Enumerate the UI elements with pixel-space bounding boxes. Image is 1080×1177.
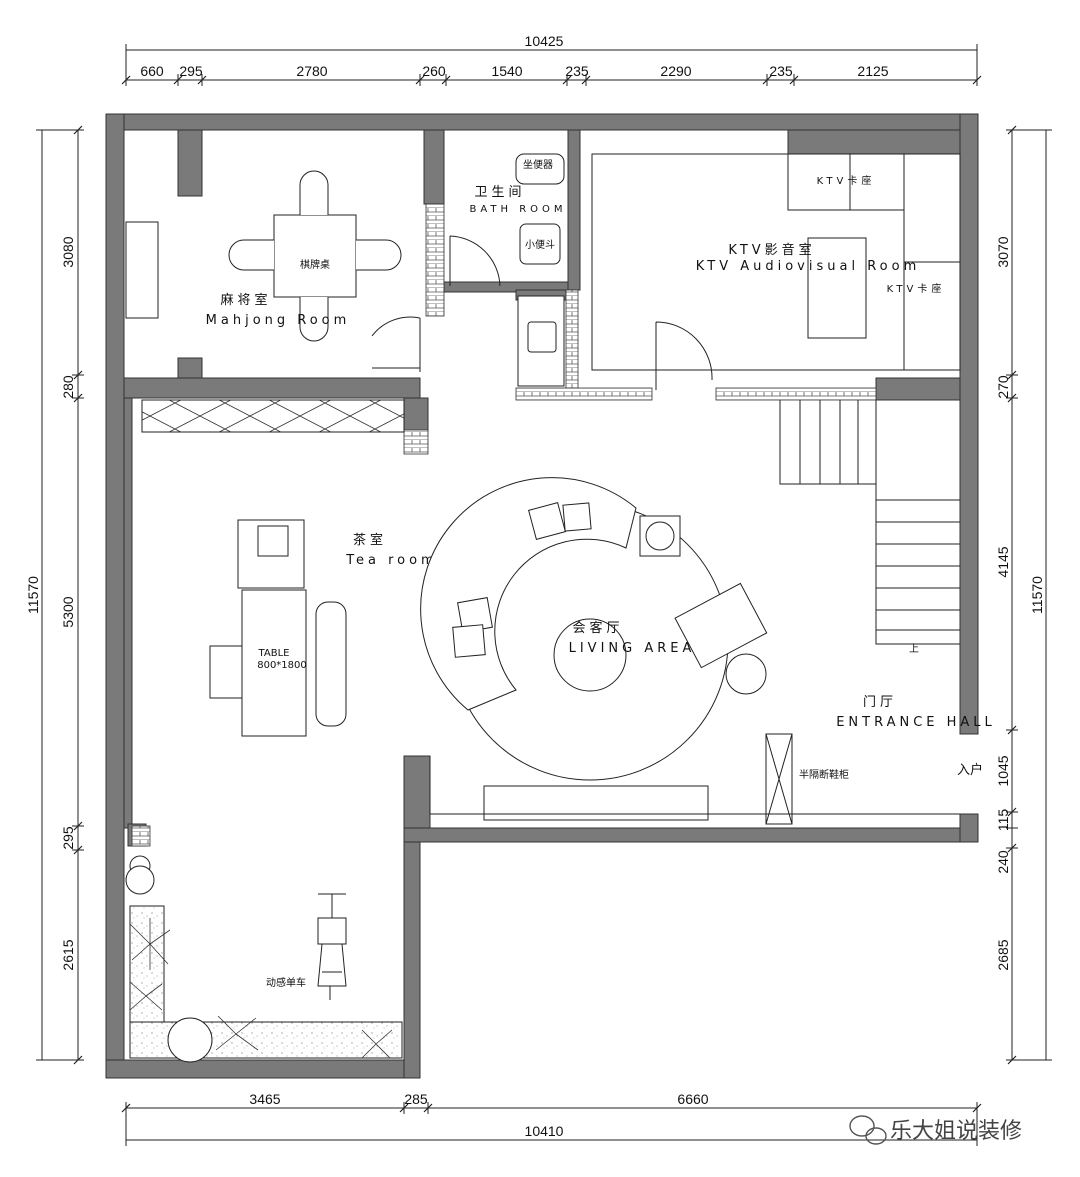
dim-top-4: 260 — [422, 63, 446, 79]
dim-right-3: 4145 — [995, 546, 1011, 577]
tv-console — [483, 785, 709, 821]
dim-right-5: 115 — [995, 809, 1011, 832]
tea-bench — [315, 601, 347, 727]
dim-top-6: 235 — [565, 63, 589, 79]
ktv-room — [591, 153, 961, 390]
storage-cabinet — [141, 399, 405, 433]
tea-room-cn: 茶室 — [353, 532, 387, 548]
dim-bottom-3: 6660 — [677, 1091, 708, 1107]
bottom-dimensions: 3465 285 6660 10410 — [249, 1091, 708, 1139]
shoe-cabinet-label: 半隔断鞋柜 — [799, 768, 849, 781]
watermark: 乐大姐说装修 — [849, 1115, 1022, 1145]
urinal — [519, 223, 561, 265]
ktv-seat-top-label: KTV卡座 — [817, 174, 876, 187]
dimension-tick-marks — [73, 75, 1017, 1113]
dim-left-2: 280 — [60, 375, 76, 399]
entrance-hall — [429, 733, 960, 825]
wechat-icon — [849, 1115, 887, 1145]
mahjong-room-en: Mahjong Room — [206, 313, 351, 328]
dim-top-2: 295 — [179, 63, 203, 79]
bath-room-en: BATH ROOM — [469, 204, 566, 215]
living-area — [420, 477, 768, 781]
dim-left-1: 3080 — [60, 236, 76, 267]
dim-left-total: 11570 — [25, 576, 41, 614]
mahjong-table-label: 棋牌桌 — [300, 258, 330, 271]
spin-bike — [317, 893, 347, 1000]
dim-right-4: 1045 — [995, 755, 1011, 786]
dim-top-1: 660 — [140, 63, 164, 79]
tea-table-label-line2: 800*1800 — [257, 660, 307, 671]
urinal-label: 小便斗 — [525, 238, 555, 251]
toilet-label: 坐便器 — [523, 158, 553, 171]
toilet — [515, 153, 565, 185]
mahjong-table — [273, 214, 357, 298]
dim-right-6: 240 — [995, 850, 1011, 874]
planter-left — [129, 905, 165, 1023]
ktv-room-en: KTV Audiovisual Room — [696, 259, 920, 274]
tea-room-en: Tea room — [345, 553, 437, 568]
tea-table — [241, 589, 307, 737]
side-table — [639, 515, 681, 557]
dim-right-2: 270 — [995, 375, 1011, 399]
entry-label: 入户 — [957, 762, 983, 778]
living-area-en: LIVING AREA — [569, 641, 696, 656]
entrance-hall-en: ENTRANCE HALL — [836, 715, 996, 730]
dim-bottom-1: 3465 — [249, 1091, 280, 1107]
dim-right-1: 3070 — [995, 236, 1011, 267]
round-stool — [725, 653, 767, 695]
dim-top-total: 10425 — [525, 33, 564, 49]
mahjong-room-cn: 麻将室 — [220, 292, 271, 308]
right-dimensions: 11570 3070 270 4145 1045 115 240 2685 — [995, 236, 1045, 970]
staircase — [779, 400, 960, 645]
ktv-room-cn: KTV影音室 — [728, 242, 815, 258]
tea-stool — [209, 645, 243, 699]
dim-right-total: 11570 — [1029, 576, 1045, 614]
dim-bottom-total: 10410 — [525, 1123, 564, 1139]
coffee-table — [553, 618, 627, 692]
dim-top-3: 2780 — [296, 63, 327, 79]
gym-corner — [125, 855, 403, 1063]
dim-top-5: 1540 — [491, 63, 522, 79]
brick-partitions — [131, 203, 877, 847]
spin-bike-label: 动感单车 — [266, 976, 306, 989]
dim-left-3: 5300 — [60, 596, 76, 627]
bath-room — [449, 153, 565, 387]
living-area-cn: 会客厅 — [572, 620, 623, 636]
dim-left-5: 2615 — [60, 939, 76, 970]
stairs-up-label: 上 — [909, 643, 919, 655]
entrance-hall-cn: 门厅 — [863, 695, 897, 710]
dim-top-9: 2125 — [857, 63, 888, 79]
left-dimensions: 11570 3080 280 5300 295 2615 — [25, 236, 76, 970]
dim-top-8: 235 — [769, 63, 793, 79]
dim-left-4: 295 — [60, 826, 76, 850]
mahjong-room — [125, 170, 421, 372]
dim-bottom-2: 285 — [404, 1091, 428, 1107]
tea-room — [141, 399, 405, 737]
watermark-text: 乐大姐说装修 — [890, 1119, 1022, 1144]
walls — [105, 113, 979, 1079]
dim-right-7: 2685 — [995, 939, 1011, 970]
bath-room-cn: 卫生间 — [474, 185, 525, 200]
tea-table-label-line1: TABLE — [258, 648, 290, 659]
dim-top-7: 2290 — [660, 63, 691, 79]
top-dimensions: 10425 660 295 2780 260 1540 235 2290 235… — [140, 33, 888, 79]
ktv-coffee-table — [807, 237, 867, 339]
ktv-seat-right-label: KTV卡座 — [887, 282, 946, 295]
plant-icons — [129, 918, 393, 1059]
lounge-chair — [674, 582, 768, 669]
